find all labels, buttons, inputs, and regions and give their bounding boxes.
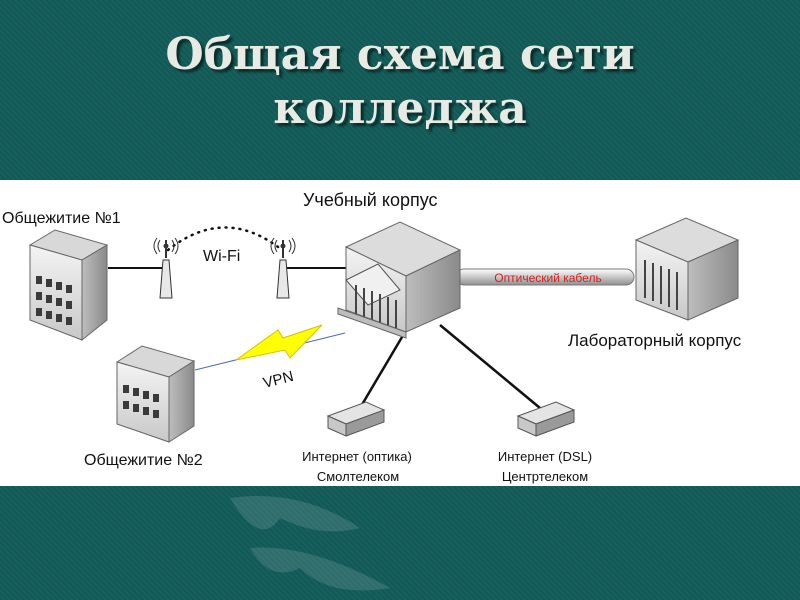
page-title: Общая схема сети колледжа: [0, 28, 800, 136]
decorative-leaf-icon: [230, 496, 390, 591]
network-diagram: Оптический кабель VPN Wi-Fi Общежитие №1: [0, 180, 800, 486]
vpn-label: VPN: [261, 368, 295, 392]
dorm1-building-icon: [28, 229, 109, 342]
wifi-antenna-left-icon: [153, 237, 179, 299]
lab-building-label: Лабораторный корпус: [568, 331, 742, 350]
wifi-antenna-right-icon: [270, 237, 296, 299]
internet1-line2: Смолтелеком: [317, 469, 399, 484]
dorm2-building-icon: [115, 345, 196, 443]
internet2-line2: Центртелеком: [502, 469, 588, 484]
internet1-line1: Интернет (оптика): [302, 449, 412, 464]
modem-left-icon: [326, 401, 386, 437]
internet2-line1: Интернет (DSL): [498, 449, 592, 464]
main-building-label: Учебный корпус: [303, 190, 438, 210]
fiber-cable: Оптический кабель: [455, 268, 635, 286]
title-line-1: Общая схема сети: [165, 29, 635, 80]
wifi-link: [166, 226, 284, 252]
title-line-2: колледжа: [273, 83, 527, 134]
vpn-bolt-icon: [235, 324, 323, 361]
lab-building-icon: [634, 217, 740, 321]
dorm2-label: Общежитие №2: [84, 452, 203, 469]
wifi-label: Wi-Fi: [203, 248, 240, 265]
dorm1-label: Общежитие №1: [2, 210, 121, 227]
link-main-internet2: [439, 324, 541, 409]
main-building-icon: [337, 221, 462, 339]
link-main-internet1: [358, 331, 407, 409]
fiber-label: Оптический кабель: [494, 271, 601, 285]
modem-right-icon: [516, 401, 576, 437]
